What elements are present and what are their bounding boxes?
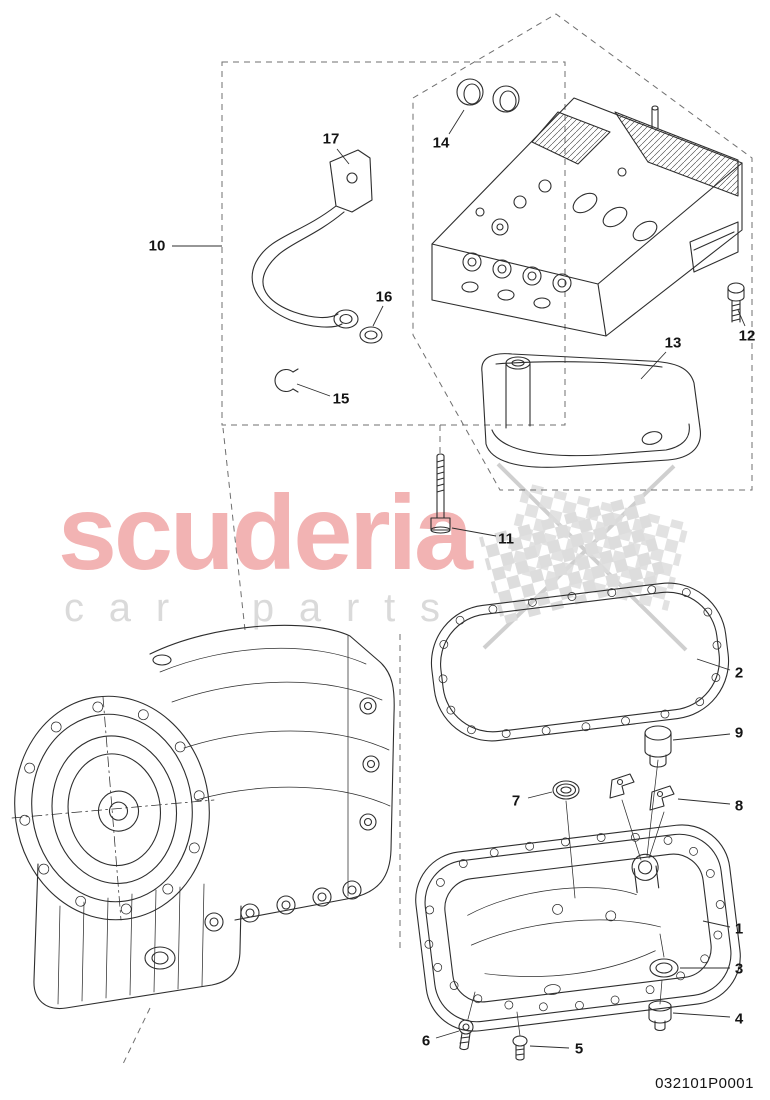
callout-10[interactable]: 10 <box>148 237 166 255</box>
callout-16[interactable]: 16 <box>375 288 393 306</box>
leader-lines <box>172 109 746 1049</box>
callout-6[interactable]: 6 <box>421 1032 431 1050</box>
callout-12[interactable]: 12 <box>738 327 756 345</box>
callout-3[interactable]: 3 <box>734 960 744 978</box>
grommet-7 <box>552 780 580 800</box>
seal-ring-16 <box>359 326 383 344</box>
callout-14[interactable]: 14 <box>432 134 450 152</box>
callout-13[interactable]: 13 <box>664 334 682 352</box>
callout-9[interactable]: 9 <box>734 724 744 742</box>
bolt-12 <box>727 282 745 323</box>
callout-11[interactable]: 11 <box>498 530 514 548</box>
screw-6 <box>458 1019 474 1051</box>
part-number: 032101P0001 <box>655 1075 754 1092</box>
oil-filter <box>481 353 701 468</box>
watermark-tagline: car parts <box>64 586 465 630</box>
filler-tube <box>251 149 373 329</box>
assembly-lines <box>467 759 665 1037</box>
oil-pan <box>415 824 741 1032</box>
callout-17[interactable]: 17 <box>322 130 340 148</box>
callout-15[interactable]: 15 <box>332 390 350 408</box>
bolt-11 <box>430 453 451 534</box>
screw-5 <box>512 1035 528 1061</box>
callout-8[interactable]: 8 <box>734 797 744 815</box>
callout-7[interactable]: 7 <box>511 792 521 810</box>
transmission-case <box>11 624 395 1010</box>
plug-9 <box>644 725 672 768</box>
oil-pan-gasket <box>430 582 730 742</box>
retaining-clip <box>274 368 299 393</box>
construction-lines <box>121 13 753 1067</box>
checkered-flag-icon <box>478 462 690 652</box>
valve-body <box>431 97 743 337</box>
sealing-caps <box>456 78 520 113</box>
callout-4[interactable]: 4 <box>734 1010 744 1028</box>
callout-5[interactable]: 5 <box>574 1040 584 1058</box>
brackets-8 <box>609 773 675 811</box>
drain-plug <box>648 1000 672 1032</box>
watermark-brand: scuderia <box>58 474 473 592</box>
callout-2[interactable]: 2 <box>734 664 744 682</box>
seal-ring-3 <box>649 958 679 978</box>
callout-1[interactable]: 1 <box>734 920 744 938</box>
